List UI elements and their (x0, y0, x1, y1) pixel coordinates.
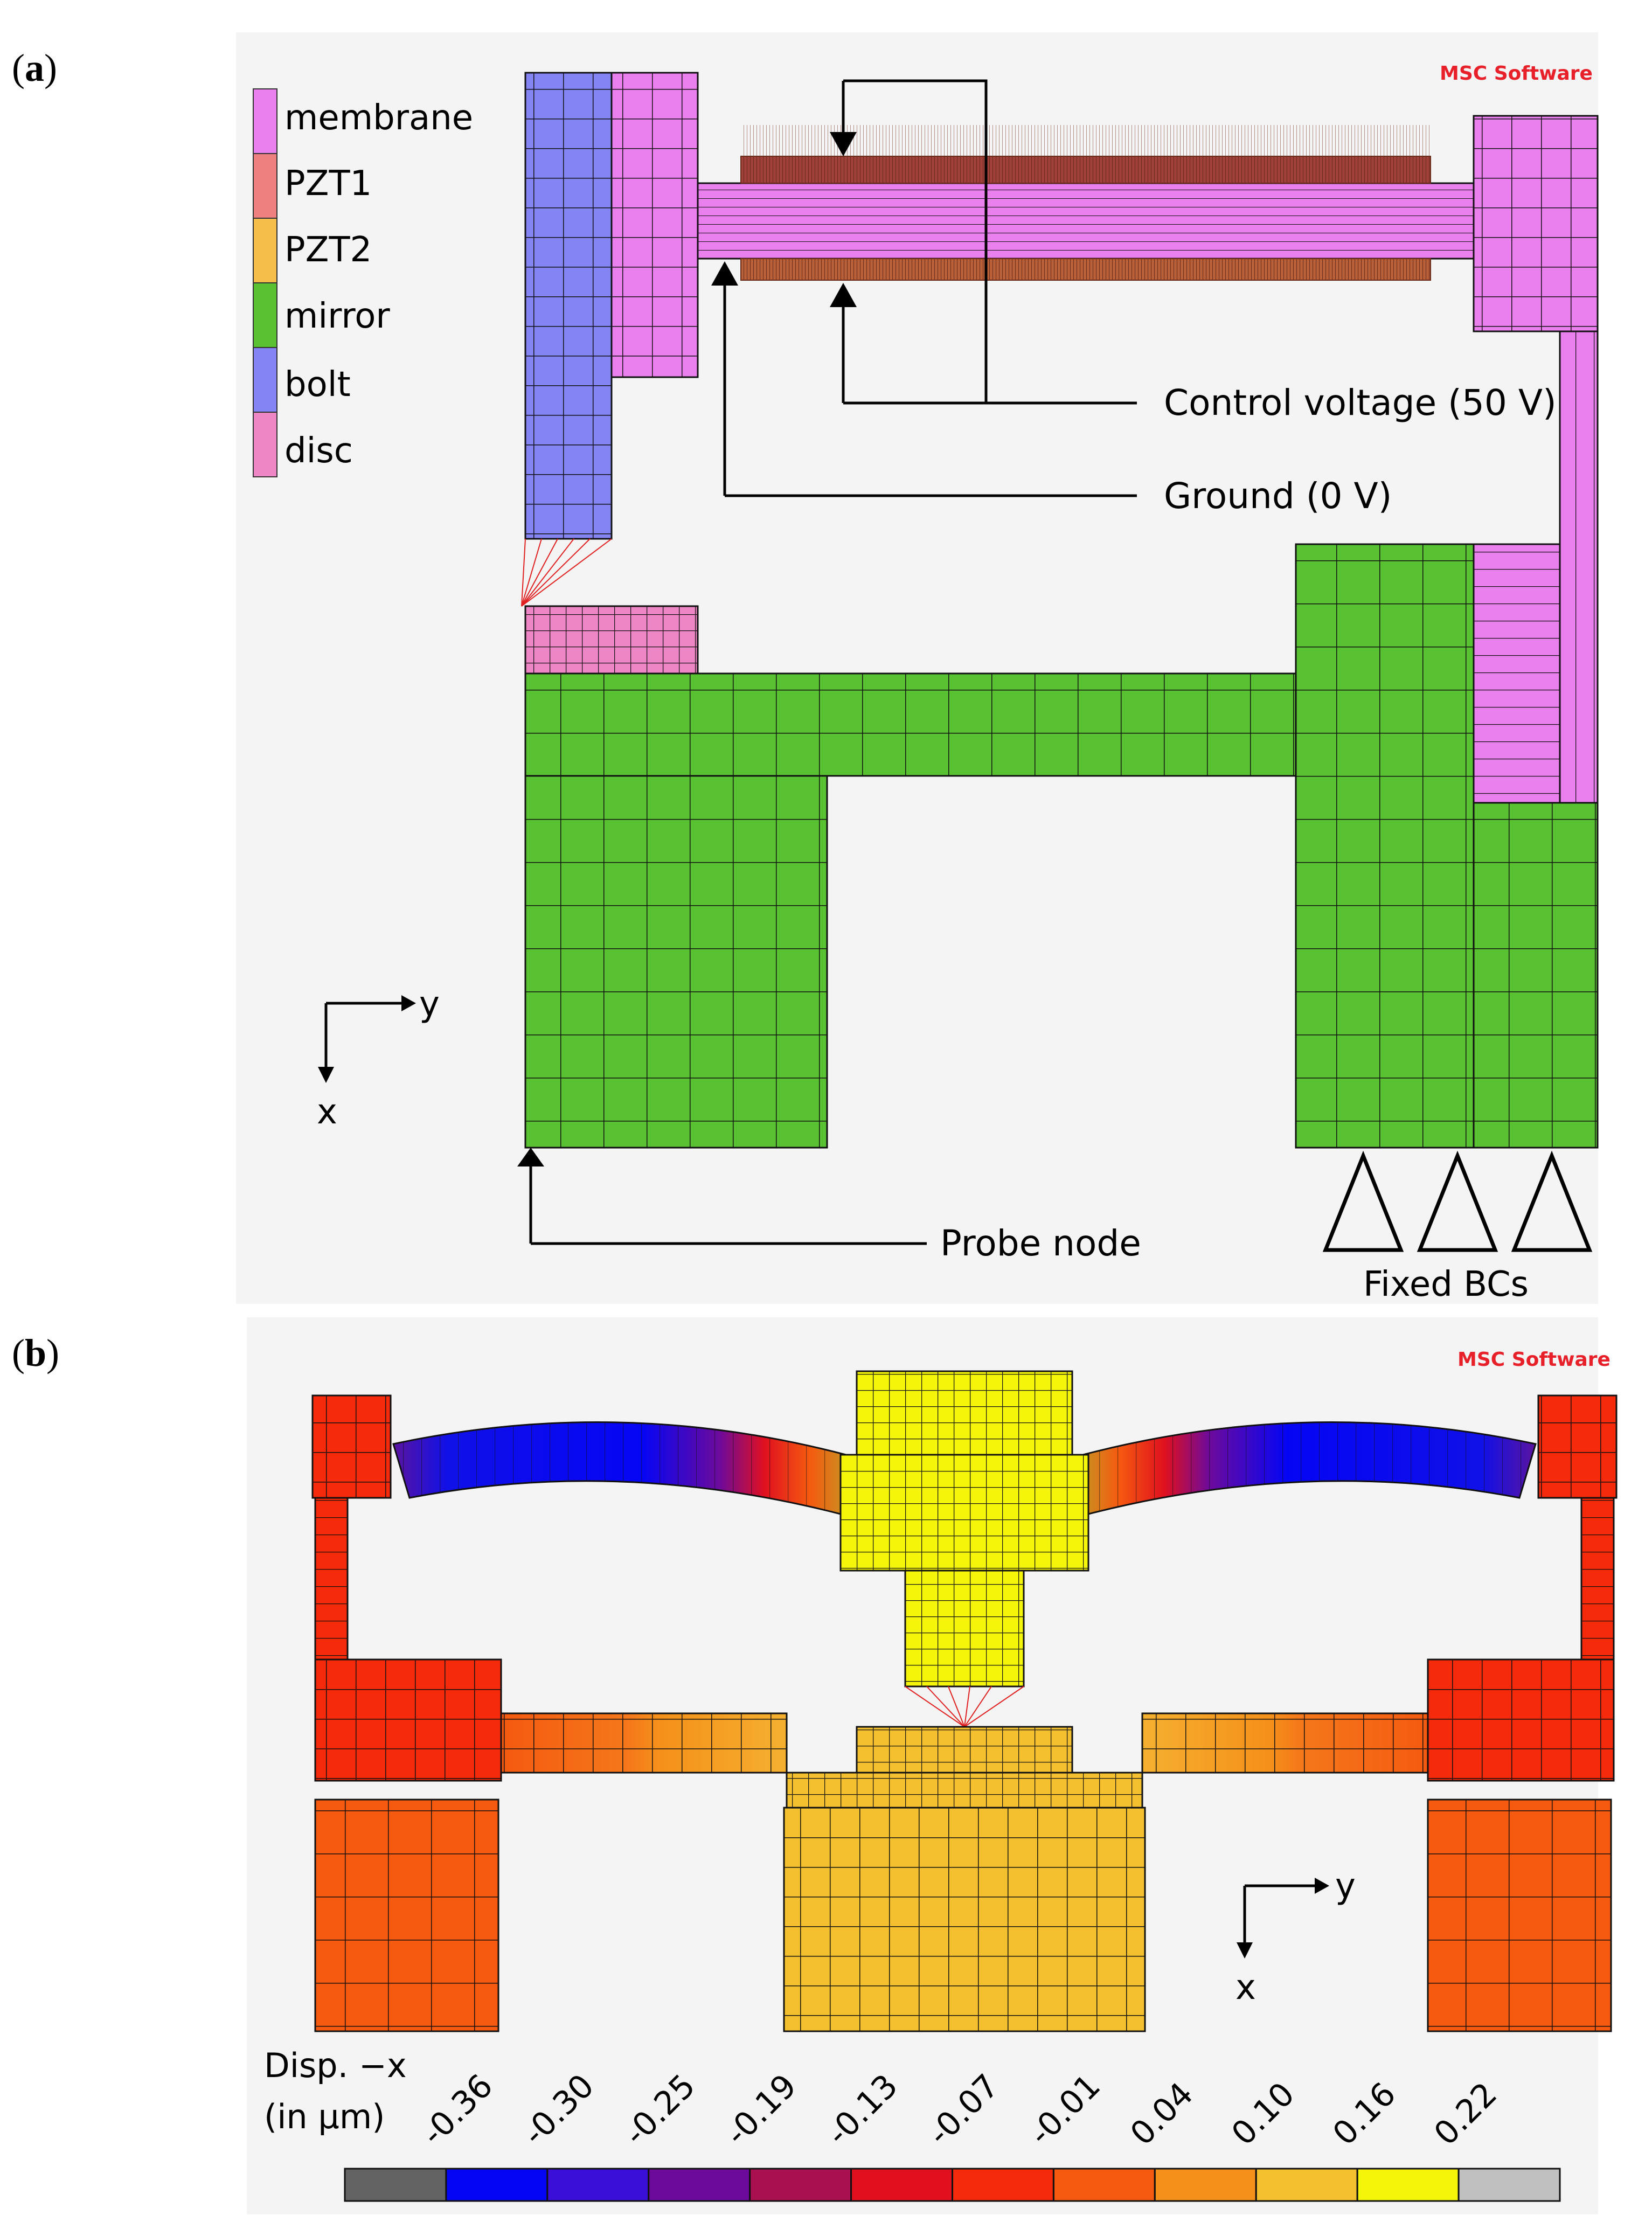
arrow-control-top (830, 132, 857, 156)
axis-y-label-a: y (419, 984, 440, 1024)
msc-software-logo-b: MSC Software (1457, 1349, 1611, 1371)
panel-a: (a) MSC Software membrane PZT1 PZT2 mirr… (12, 32, 1599, 1304)
legend-swatch-pzt1 (253, 153, 277, 219)
legend-item-mirror: mirror (253, 282, 390, 348)
arrowheads (517, 132, 857, 1166)
panel-b-label: (b) (12, 1331, 59, 1374)
legend-swatch-mirror (253, 282, 277, 348)
colorbar-swatch (952, 2168, 1054, 2202)
colorbar-swatch (1457, 2168, 1561, 2202)
panel-a-label: (a) (12, 46, 57, 89)
colorbar-swatch (749, 2168, 852, 2202)
mesh-panel-a (521, 72, 1599, 1149)
legend-item-pzt1: PZT1 (253, 153, 372, 219)
support-triangle-1 (1322, 1150, 1404, 1252)
colorbar-swatch (546, 2168, 650, 2202)
material-legend: membrane PZT1 PZT2 mirror bolt disc (253, 88, 473, 477)
axis-y-label-b: y (1335, 1866, 1356, 1906)
colorbar-swatch (1255, 2168, 1358, 2202)
legend-item-pzt2: PZT2 (253, 218, 372, 283)
legend-label-pzt2: PZT2 (284, 230, 372, 270)
colorbar-title-line2: (in µm) (264, 2097, 385, 2136)
support-triangle-3 (1511, 1150, 1593, 1252)
center-rigid-fan (905, 1686, 1024, 1727)
voltage-connectors (529, 79, 1137, 1245)
axis-x-label-a: x (317, 1092, 337, 1132)
axes-triad-a: y x (317, 984, 440, 1132)
colorbar-swatch (1052, 2168, 1156, 2202)
legend-label-disc: disc (284, 431, 353, 471)
ground-label: Ground (0 V) (1164, 475, 1392, 517)
legend-label-pzt1: PZT1 (284, 164, 372, 204)
fixed-bcs-supports (1322, 1150, 1593, 1252)
legend-item-membrane: membrane (253, 88, 473, 154)
control-voltage-label: Control voltage (50 V) (1164, 382, 1557, 423)
msc-software-logo: MSC Software (1440, 63, 1593, 85)
colorbar-swatch (1154, 2168, 1257, 2202)
colorbar-swatch (850, 2168, 954, 2202)
colorbar-swatch (648, 2168, 751, 2202)
arrow-ground (711, 261, 738, 286)
colorbar-swatch (344, 2168, 447, 2202)
arrow-control-bottom (830, 283, 857, 307)
support-triangle-2 (1417, 1150, 1498, 1252)
probe-node-label: Probe node (940, 1223, 1141, 1264)
legend-swatch-pzt2 (253, 218, 277, 283)
colorbar-swatch (1356, 2168, 1460, 2202)
colorbar-title-line1: Disp. −x (264, 2046, 407, 2085)
rigid-link-fan (521, 538, 612, 607)
panel-b: (b) MSC Software (12, 1317, 1618, 2214)
fixed-bcs-label: Fixed BCs (1363, 1265, 1529, 1304)
colorbar-swatch (445, 2168, 549, 2202)
legend-swatch-membrane (253, 88, 277, 154)
legend-item-disc: disc (253, 412, 353, 477)
colorbar-swatches (344, 2168, 1561, 2202)
axes-triad-b: y x (1235, 1866, 1356, 2008)
arrow-probe (517, 1148, 544, 1166)
legend-label-mirror: mirror (284, 296, 390, 336)
legend-label-bolt: bolt (284, 365, 351, 405)
legend-label-membrane: membrane (284, 98, 473, 138)
legend-swatch-disc (253, 412, 277, 477)
mesh-panel-b (311, 1370, 1618, 2032)
legend-swatch-bolt (253, 347, 277, 413)
axis-x-label-b: x (1235, 1968, 1256, 2008)
legend-item-bolt: bolt (253, 347, 351, 413)
